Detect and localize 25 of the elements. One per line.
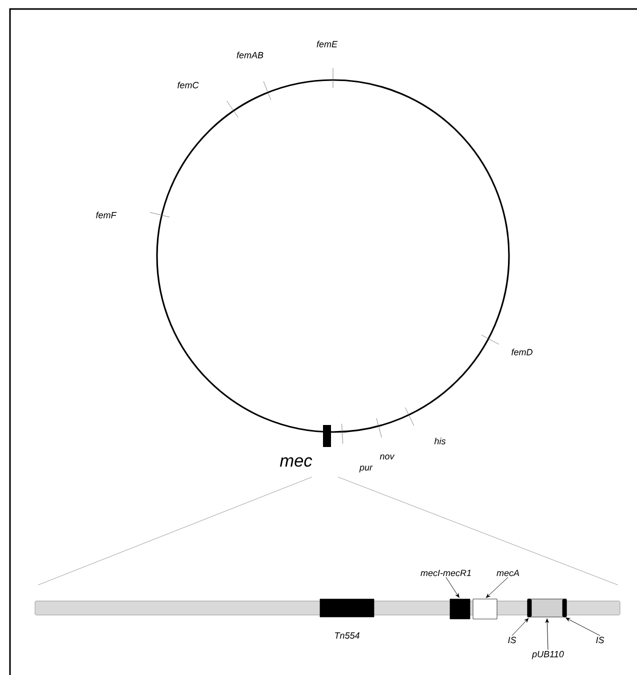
arrow [545,618,549,650]
arrow [512,618,529,636]
gene-box [450,598,470,620]
gene-label: pur [359,466,373,472]
gene-label: femC [178,82,199,88]
gene-label: IS [508,636,516,644]
gene-label: IS [596,636,604,644]
gene-label: femE [316,40,338,48]
gene-label: mecI-mecR1 [420,570,471,576]
gene-label: Tn554 [335,632,360,639]
gene-label: mecA [496,570,520,576]
arrow [566,618,600,636]
gene-label: mec [280,457,312,467]
gene-box [472,598,498,620]
gene-label: femD [512,348,532,356]
gene-label: his [434,438,446,444]
gene-label: femF [96,212,117,218]
arrow [486,577,508,598]
arrow [446,577,460,598]
insertion-bar [527,598,532,618]
gene-label: pUB110 [532,650,564,660]
gene-label: femAB [236,52,264,58]
gene-box [320,598,374,618]
gene-label: nov [380,454,395,460]
insertion-bar [562,598,567,618]
